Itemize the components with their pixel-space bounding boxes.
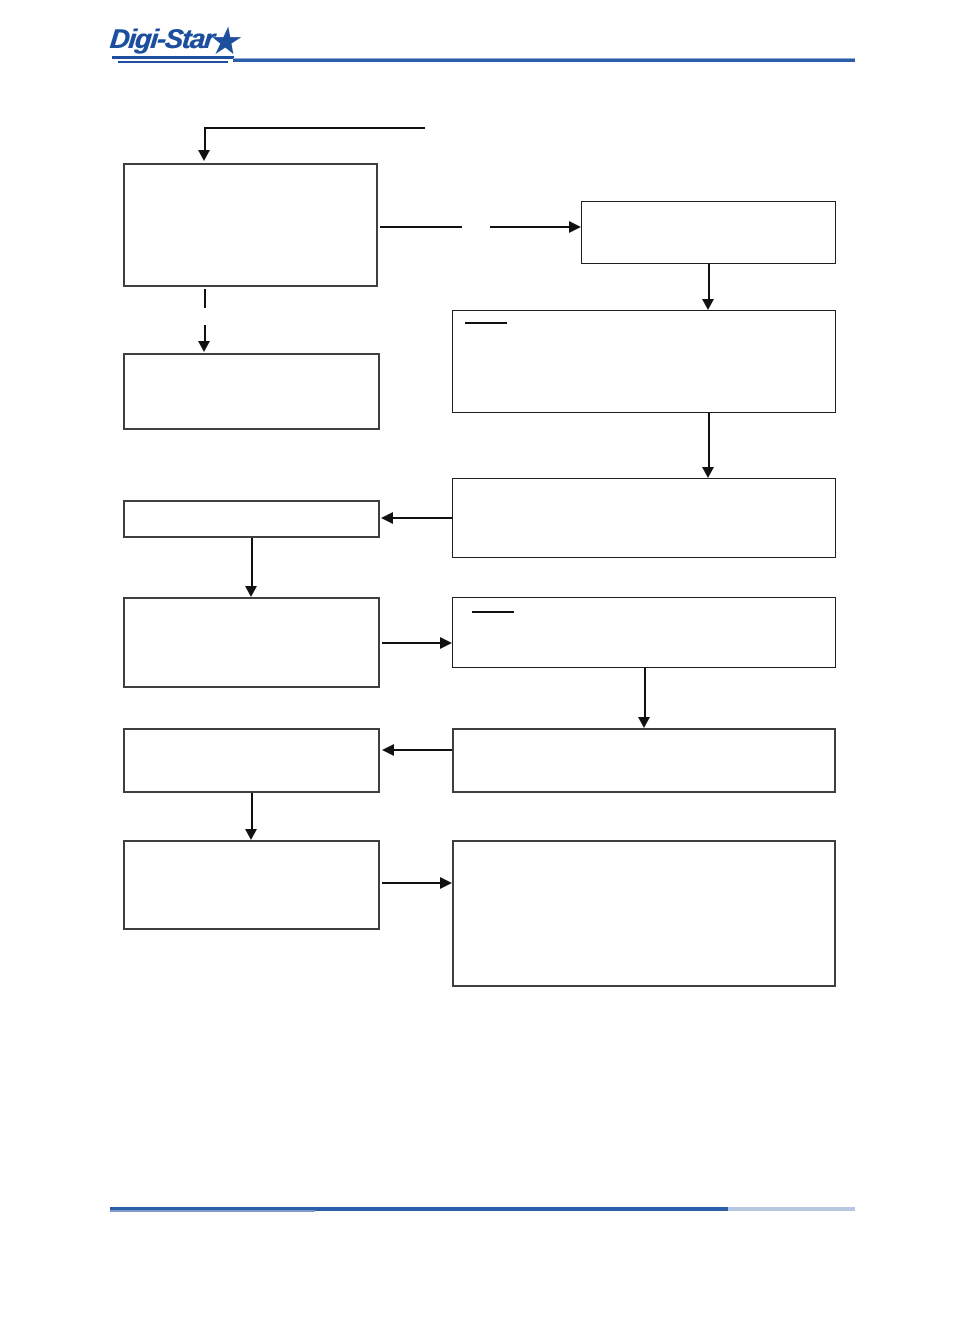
flow-box-R6	[452, 840, 836, 987]
flow-box-L3	[123, 500, 380, 538]
arrowhead-right-icon	[440, 877, 452, 889]
arrowhead-down-icon	[198, 341, 210, 352]
footer-rule-light-end	[728, 1207, 855, 1211]
connector-L4-R4	[382, 642, 440, 644]
arrowhead-left-icon	[382, 744, 394, 756]
flow-box-L1	[123, 163, 378, 287]
connector-L1-R1-seg2	[490, 226, 570, 228]
connector-start-horizontal	[204, 127, 425, 129]
flow-box-R4	[452, 597, 836, 668]
logo-underline-2	[118, 61, 228, 63]
flow-box-R1	[581, 201, 836, 264]
arrowhead-down-icon	[245, 829, 257, 840]
connector-L1-L2-seg2	[204, 325, 206, 342]
flow-box-L5	[123, 728, 380, 793]
flow-box-R3	[452, 478, 836, 558]
blank-underline-R2	[465, 322, 507, 324]
arrowhead-down-icon	[638, 717, 650, 728]
connector-start-vertical	[204, 127, 206, 151]
flow-box-L6	[123, 840, 380, 930]
connector-R4-R5	[644, 668, 646, 718]
flow-box-R5	[452, 728, 836, 793]
footer-rule	[110, 1207, 855, 1211]
footer-rule-light-left	[110, 1210, 315, 1212]
header-rule	[233, 58, 855, 62]
arrowhead-right-icon	[569, 221, 581, 233]
arrowhead-right-icon	[440, 637, 452, 649]
connector-R5-L5	[394, 749, 452, 751]
connector-R1-R2	[708, 264, 710, 300]
flow-box-R2	[452, 310, 836, 413]
connector-L1-R1-seg1	[380, 226, 462, 228]
star-icon: ★	[205, 21, 246, 63]
logo-underline	[112, 56, 234, 59]
connector-L3-L4	[251, 538, 253, 587]
arrowhead-left-icon	[381, 512, 393, 524]
flow-box-L4	[123, 597, 380, 688]
arrowhead-down-icon	[245, 586, 257, 597]
arrowhead-down-icon	[702, 467, 714, 478]
connector-L1-L2-seg1	[204, 289, 206, 308]
arrowhead-down-icon	[198, 150, 210, 161]
logo-text: Digi-Star	[108, 24, 216, 54]
flow-box-L2	[123, 353, 380, 430]
blank-underline-R4	[472, 611, 514, 613]
arrowhead-down-icon	[702, 299, 714, 310]
connector-L6-R6	[382, 882, 440, 884]
connector-R2-R3	[708, 413, 710, 468]
connector-L5-L6	[251, 793, 253, 831]
connector-R3-L3	[393, 517, 452, 519]
